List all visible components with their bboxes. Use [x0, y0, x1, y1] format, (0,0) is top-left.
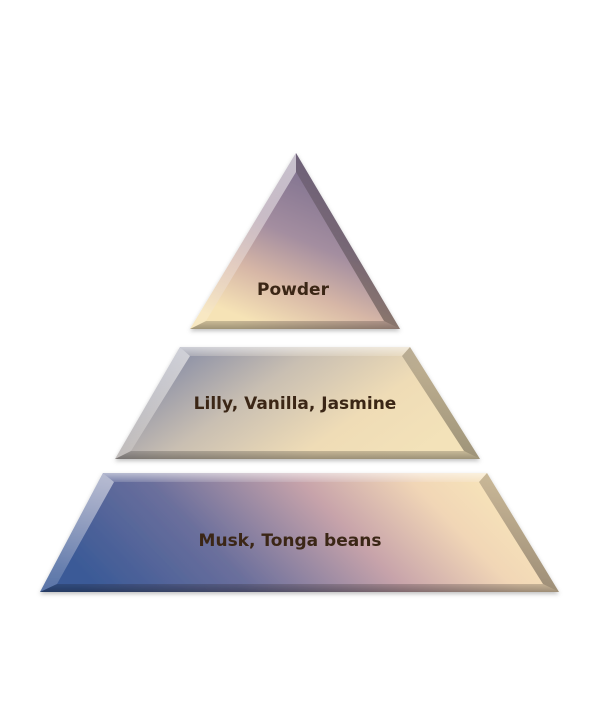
- tier-base-bevel-left: [40, 473, 114, 592]
- tier-middle-bevel-right: [402, 347, 480, 459]
- tier-top: Powder: [190, 153, 400, 329]
- tier-middle-bevel-bottom: [115, 451, 480, 459]
- tier-top-label: Powder: [257, 280, 330, 300]
- tier-middle-bevel-top: [180, 347, 410, 356]
- tier-base-label: Musk, Tonga beans: [199, 531, 382, 551]
- tier-middle-label: Lilly, Vanilla, Jasmine: [194, 394, 397, 414]
- tier-top-bevel-left: [190, 153, 296, 329]
- tier-middle: Lilly, Vanilla, Jasmine: [115, 347, 480, 459]
- tier-base: Musk, Tonga beans: [40, 473, 559, 592]
- tier-top-bevel-bottom: [190, 321, 400, 329]
- tier-base-bevel-right: [479, 473, 559, 592]
- tier-top-face: [206, 172, 384, 321]
- tier-base-bevel-top: [103, 473, 487, 482]
- tier-top-bevel-right: [296, 153, 400, 329]
- tier-middle-bevel-left: [115, 347, 190, 459]
- tier-base-bevel-bottom: [40, 584, 559, 592]
- tier-base-face: [57, 482, 543, 584]
- tier-middle-face: [131, 356, 464, 451]
